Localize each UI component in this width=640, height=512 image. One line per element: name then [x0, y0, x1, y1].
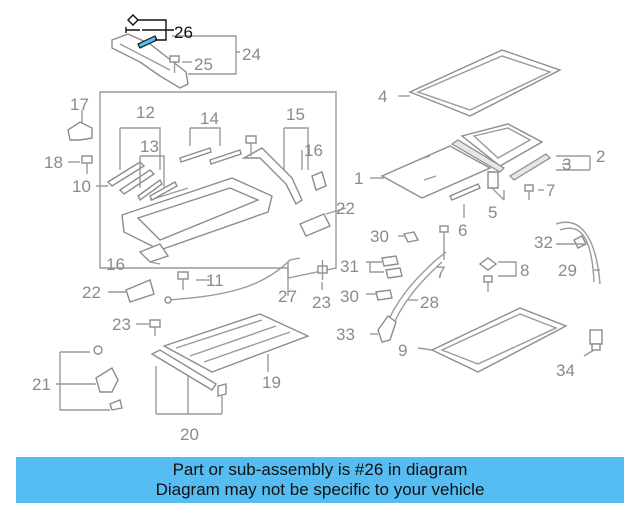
part-4-weatherstrip	[408, 49, 562, 117]
callout-11: 11	[206, 271, 224, 290]
info-banner: Part or sub-assembly is #26 in diagram D…	[16, 457, 624, 503]
banner-line-2: Diagram may not be specific to your vehi…	[155, 480, 485, 499]
part-11-screw	[177, 271, 189, 290]
callout-25: 25	[194, 55, 213, 74]
callout-7b: 7	[436, 263, 445, 282]
callout-20: 20	[180, 425, 199, 444]
callout-26: 26	[174, 23, 193, 42]
parts-30-31	[375, 231, 420, 301]
part-8-clips	[478, 257, 498, 292]
part-1-glass	[380, 145, 492, 199]
callout-30a: 30	[370, 227, 389, 246]
part-2-glass-assembly	[450, 123, 551, 181]
part-19-sunshade	[162, 313, 310, 373]
callout-34: 34	[556, 361, 575, 380]
callout-27: 27	[278, 287, 297, 306]
part-27-cable	[164, 257, 301, 304]
callout-labels: 26 24 25 17 12 14 15 13 16 18 10 16 22 2…	[32, 23, 605, 444]
callout-22b: 22	[82, 283, 101, 302]
leader-24	[172, 35, 240, 75]
part-5-6-strips	[449, 171, 499, 201]
part-18-screw	[81, 155, 93, 174]
callout-23a: 23	[312, 293, 331, 312]
part-7-screw	[524, 184, 534, 192]
callout-1: 1	[354, 169, 363, 188]
callout-28: 28	[420, 293, 439, 312]
banner-line-1: Part or sub-assembly is #26 in diagram	[172, 460, 468, 479]
callout-33: 33	[336, 325, 355, 344]
part-34-grommet	[589, 329, 603, 351]
callout-6: 6	[458, 221, 467, 240]
callout-17: 17	[70, 95, 89, 114]
guide-rails	[106, 135, 327, 206]
callout-2: 2	[596, 147, 605, 166]
callout-5: 5	[488, 203, 497, 222]
part-17-bracket	[67, 121, 93, 141]
callout-4: 4	[378, 87, 387, 106]
callout-7a: 7	[546, 181, 555, 200]
leader-26	[138, 19, 174, 41]
parts-diagram: 26 24 25 17 12 14 15 13 16 18 10 16 22 2…	[32, 14, 605, 444]
callout-3: 3	[562, 155, 571, 174]
callout-13: 13	[140, 137, 159, 156]
part-21-bracket	[93, 345, 123, 411]
callout-10: 10	[72, 177, 91, 196]
part-9-frame	[430, 307, 568, 373]
callout-19: 19	[262, 373, 281, 392]
callout-12: 12	[136, 103, 155, 122]
callout-22a: 22	[336, 199, 355, 218]
callout-14: 14	[200, 109, 219, 128]
part-20-rod	[150, 349, 227, 397]
callout-21: 21	[32, 375, 51, 394]
callout-23b: 23	[112, 315, 131, 334]
part-22-clip	[125, 213, 331, 303]
callout-16b: 16	[106, 255, 125, 274]
callout-8: 8	[520, 261, 529, 280]
callout-29: 29	[558, 261, 577, 280]
part-33-elbow	[377, 315, 397, 343]
callout-31: 31	[340, 257, 359, 276]
screw-part-25	[169, 55, 180, 73]
callout-16a: 16	[304, 141, 323, 160]
callout-15: 15	[286, 105, 305, 124]
leader-lines	[56, 95, 600, 415]
callout-18: 18	[44, 153, 63, 172]
callout-9: 9	[398, 341, 407, 360]
callout-24: 24	[242, 45, 261, 64]
sunshade-frame	[121, 177, 273, 251]
part-16b-clip	[138, 243, 170, 263]
callout-30b: 30	[340, 287, 359, 306]
callout-32: 32	[534, 233, 553, 252]
